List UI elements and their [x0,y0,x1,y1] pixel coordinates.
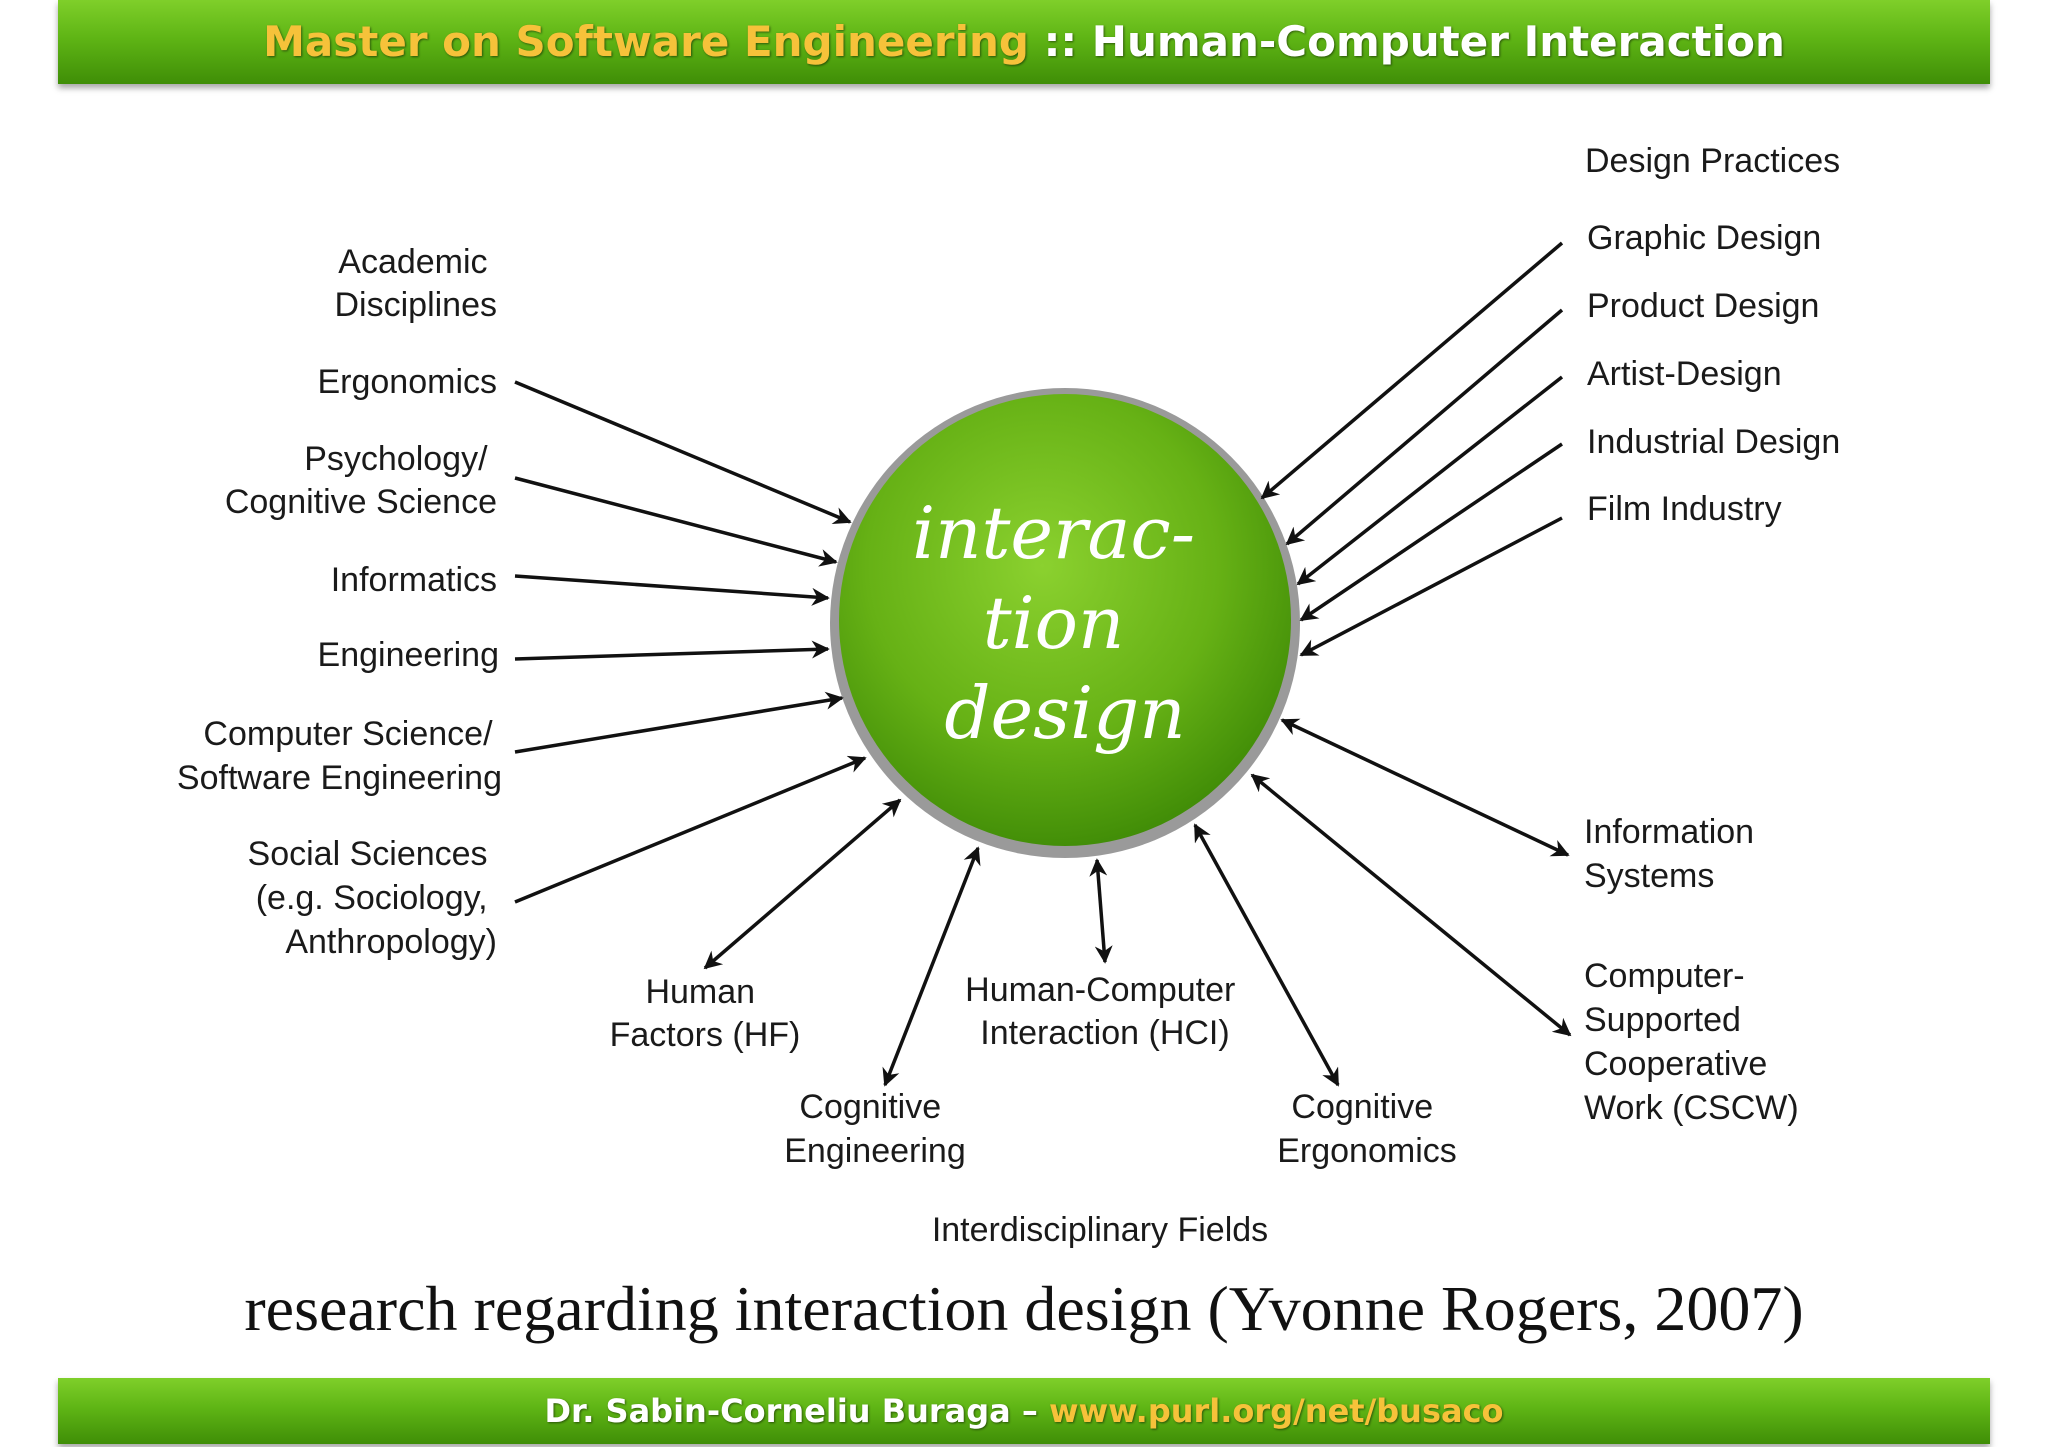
arrow-graphic-design [1260,241,1564,500]
label-cognitive-engineering: Cognitive Engineering [784,1088,965,1170]
label-ergonomics: Ergonomics [317,363,497,401]
arrow-artist-design [1296,375,1564,586]
label-informatics: Informatics [331,561,497,599]
label-film-industry: Film Industry [1587,490,1782,528]
interdisciplinary-heading: Interdisciplinary Fields [932,1211,1268,1249]
interdisciplinary-arrows [703,718,1572,1087]
arrow-psychology [514,476,838,567]
arrow-cscw [1250,773,1572,1037]
right-heading: Design Practices [1585,142,1840,180]
label-industrial-design: Industrial Design [1587,423,1840,461]
arrow-ergonomics [514,380,852,525]
left-arrows [514,380,867,904]
slide-caption: research regarding interaction design (Y… [244,1273,1804,1344]
label-graphic-design: Graphic Design [1587,219,1821,257]
arrow-engineering [514,640,830,661]
label-computer-science: Computer Science/ Software Engineering [177,715,502,797]
label-cognitive-ergonomics: Cognitive Ergonomics [1277,1088,1457,1170]
arrow-product-design [1285,308,1564,546]
label-human-factors: Human Factors (HF) [610,973,801,1054]
right-arrows [1260,241,1564,657]
label-information-systems: Information Systems [1584,813,1764,895]
arrow-industrial-design [1299,442,1563,622]
center-label: interac- tion design [912,491,1218,755]
left-heading: Academic Disciplines [335,243,498,324]
center-line-2: tion [983,581,1125,665]
course-title: Master on Software Engineering [263,17,1029,66]
center-line-3: design [944,671,1185,755]
arrow-hci [1089,858,1113,964]
arrow-human-factors [703,798,902,970]
arrow-film-industry [1299,516,1563,657]
arrow-social-sciences [514,755,867,904]
arrow-informatics [514,574,830,606]
course-subtitle: :: Human-Computer Interaction [1028,17,1785,66]
footer-author: Dr. Sabin-Corneliu Buraga – [544,1392,1050,1430]
center-circle [839,394,1291,846]
label-cscw: Computer- Supported Cooperative Work (CS… [1584,957,1799,1127]
label-hci: Human-Computer Interaction (HCI) [965,971,1245,1052]
arrow-cognitive-engineering [882,846,981,1087]
center-line-1: interac- [912,491,1195,575]
label-social-sciences: Social Sciences (e.g. Sociology, Anthrop… [248,835,497,961]
header-bar: Master on Software Engineering :: Human-… [58,0,1990,84]
label-artist-design: Artist-Design [1587,355,1782,393]
footer-url[interactable]: www.purl.org/net/busaco [1049,1392,1504,1430]
arrow-computer-science [514,691,844,754]
label-product-design: Product Design [1587,287,1819,325]
footer-bar: Dr. Sabin-Corneliu Buraga – www.purl.org… [58,1378,1990,1444]
label-psychology: Psychology/ Cognitive Science [225,440,497,521]
label-engineering: Engineering [318,636,499,674]
